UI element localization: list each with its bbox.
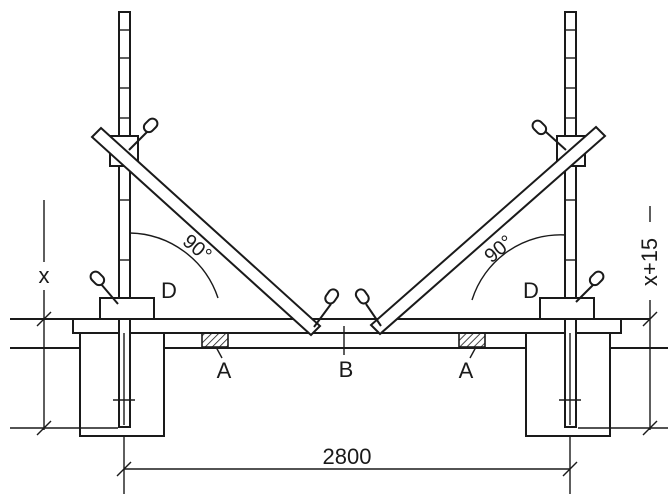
- label-x15-right: x+15: [637, 238, 662, 286]
- label-2800: 2800: [323, 444, 372, 469]
- clamp-handle-right-lower: [575, 270, 605, 303]
- angle-arc-right: [471, 234, 567, 301]
- dimension-2800: [116, 436, 578, 494]
- label-a-left: A: [217, 358, 232, 383]
- main-beam: [72, 318, 622, 334]
- angle-arc-left: [129, 232, 219, 299]
- hatched-support-left: [201, 332, 229, 348]
- dimension-x15-right: [578, 206, 668, 436]
- leader-a-left: [215, 346, 223, 359]
- label-d-right: D: [523, 278, 539, 303]
- hatched-support-right: [458, 332, 486, 348]
- diagonal-brace-left: [90, 126, 322, 337]
- block-d-right: [539, 297, 595, 320]
- label-a-right: A: [459, 358, 474, 383]
- dimension-x-left: [10, 200, 118, 436]
- leader-a-right: [469, 346, 477, 359]
- clamp-handle-right-upper: [531, 119, 567, 151]
- clamp-handle-left-upper: [128, 117, 159, 151]
- anchor-bolt-right: [559, 333, 581, 425]
- clamp-handle-left-lower: [89, 270, 119, 305]
- clamp-handle-center-right: [354, 288, 382, 327]
- clamp-handle-center-left: [313, 288, 340, 328]
- label-b: B: [339, 357, 354, 382]
- label-d-left: D: [161, 278, 177, 303]
- label-x-left: x: [39, 263, 50, 288]
- block-d-left: [99, 297, 155, 320]
- anchor-bolt-left: [113, 333, 135, 425]
- diagonal-brace-right: [369, 125, 607, 336]
